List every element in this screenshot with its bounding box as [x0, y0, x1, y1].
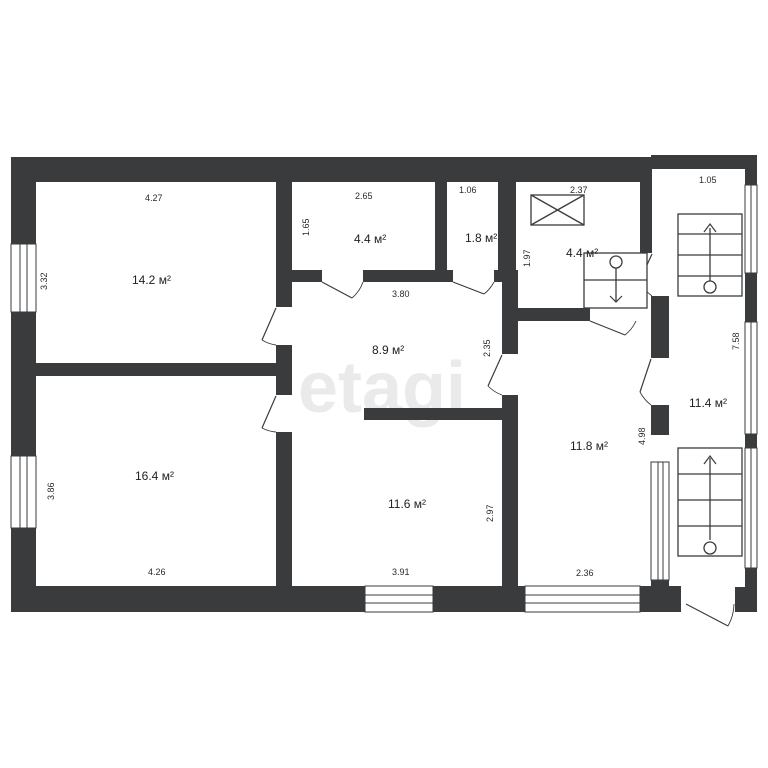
door-storage1 — [321, 281, 364, 299]
room-2-area: 16.4 м² — [135, 469, 174, 483]
room-3-area: 11.6 м² — [388, 497, 426, 511]
veranda-stair-lower — [677, 447, 743, 557]
door-hall-kitchen — [487, 354, 503, 396]
dim-room3-height: 2.97 — [485, 504, 495, 522]
door-room1 — [261, 307, 277, 346]
dim-room3-width: 3.91 — [392, 567, 410, 577]
hall-area: 8.9 м² — [372, 343, 404, 357]
window-room3 — [364, 585, 434, 613]
window-kitchen-south — [524, 585, 641, 613]
dim-room2-width: 4.26 — [148, 567, 166, 577]
window-kitchen-east — [650, 461, 670, 581]
dim-hall-height: 2.35 — [482, 339, 492, 357]
dim-room2-height: 3.86 — [46, 482, 56, 500]
dim-storage2-width: 1.06 — [459, 185, 477, 195]
room-1-area: 14.2 м² — [132, 273, 171, 287]
door-bathroom — [589, 320, 637, 336]
window-room2 — [10, 455, 37, 529]
dim-storage1-height: 1.65 — [301, 218, 311, 236]
dim-bathroom-width: 2.37 — [570, 185, 588, 195]
storage-1-area: 4.4 м² — [354, 232, 386, 246]
dim-kitchen-height: 4.98 — [637, 427, 647, 445]
ventilation-box — [530, 194, 585, 226]
veranda-stair-upper — [677, 213, 743, 297]
dim-room1-height: 3.32 — [39, 272, 49, 290]
dim-veranda-width: 1.05 — [699, 175, 717, 185]
kitchen-area: 11.8 м² — [570, 439, 608, 453]
window-room1 — [10, 243, 37, 313]
dim-bathroom-height: 1.97 — [522, 249, 532, 267]
door-room2 — [261, 395, 277, 433]
window-veranda-lower — [744, 447, 758, 569]
dim-kitchen-width: 2.36 — [576, 568, 594, 578]
window-veranda-middle — [744, 321, 758, 435]
dim-room1-width: 4.27 — [145, 193, 163, 203]
door-veranda-kitchen — [639, 358, 652, 406]
veranda-area: 11.4 м² — [689, 396, 727, 410]
bathroom-area: 4.4 м² — [566, 246, 598, 260]
dim-veranda-height: 7.58 — [731, 332, 741, 350]
door-entrance — [685, 603, 735, 627]
dim-storage1-width: 2.65 — [355, 191, 373, 201]
bathroom-stair — [583, 252, 648, 309]
window-veranda-upper — [744, 184, 758, 274]
interior-walls — [36, 157, 669, 612]
storage-2-area: 1.8 м² — [465, 231, 497, 245]
door-storage2 — [452, 281, 495, 295]
dim-hall-width: 3.80 — [392, 289, 410, 299]
